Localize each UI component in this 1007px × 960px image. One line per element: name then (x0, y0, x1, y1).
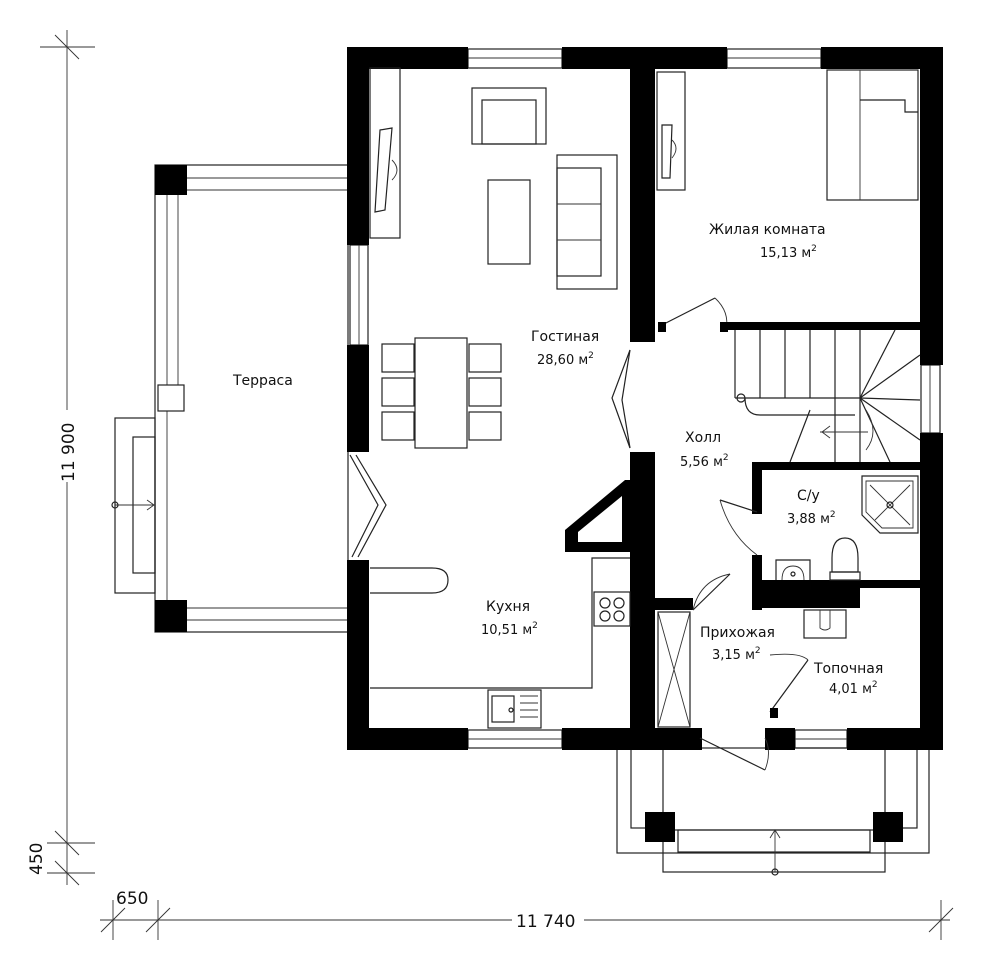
terrace (111, 164, 349, 633)
staircase (734, 329, 921, 463)
bedroom-furniture (656, 69, 919, 201)
room-area-living: 28,60 м2 (537, 351, 594, 368)
room-labels: Терраса Гостиная 28,60 м2 Жилая комната … (232, 222, 883, 697)
room-name-entry: Прихожая (700, 625, 775, 641)
dim-total-height: 11 900 (59, 423, 79, 482)
dimension-lines: 11 900 450 650 11 740 (25, 30, 954, 940)
room-area-boiler: 4,01 м2 (829, 680, 878, 697)
living-furniture (369, 67, 618, 449)
kitchen-furniture (370, 557, 631, 729)
dim-total-width: 11 740 (516, 912, 575, 932)
room-area-hall: 5,56 м2 (680, 453, 729, 470)
front-porch (616, 747, 930, 876)
doors (349, 297, 809, 771)
room-area-kitchen: 10,51 м2 (481, 621, 538, 638)
dim-porch-depth: 450 (27, 843, 47, 875)
room-name-living: Гостиная (531, 329, 599, 345)
room-name-terrace: Терраса (232, 373, 293, 389)
room-name-kitchen: Кухня (486, 599, 530, 615)
room-name-bath: С/у (797, 488, 820, 504)
room-area-entry: 3,15 м2 (712, 646, 761, 663)
room-area-bedroom: 15,13 м2 (760, 244, 817, 261)
room-name-hall: Холл (685, 430, 721, 446)
walls (347, 47, 943, 750)
bathroom-fixtures (775, 475, 919, 581)
room-area-bath: 3,88 м2 (787, 510, 836, 527)
boiler-fixtures (657, 609, 847, 728)
room-name-boiler: Топочная (813, 661, 883, 677)
dim-terrace-offset: 650 (116, 889, 148, 909)
room-name-bedroom: Жилая комната (709, 222, 826, 238)
